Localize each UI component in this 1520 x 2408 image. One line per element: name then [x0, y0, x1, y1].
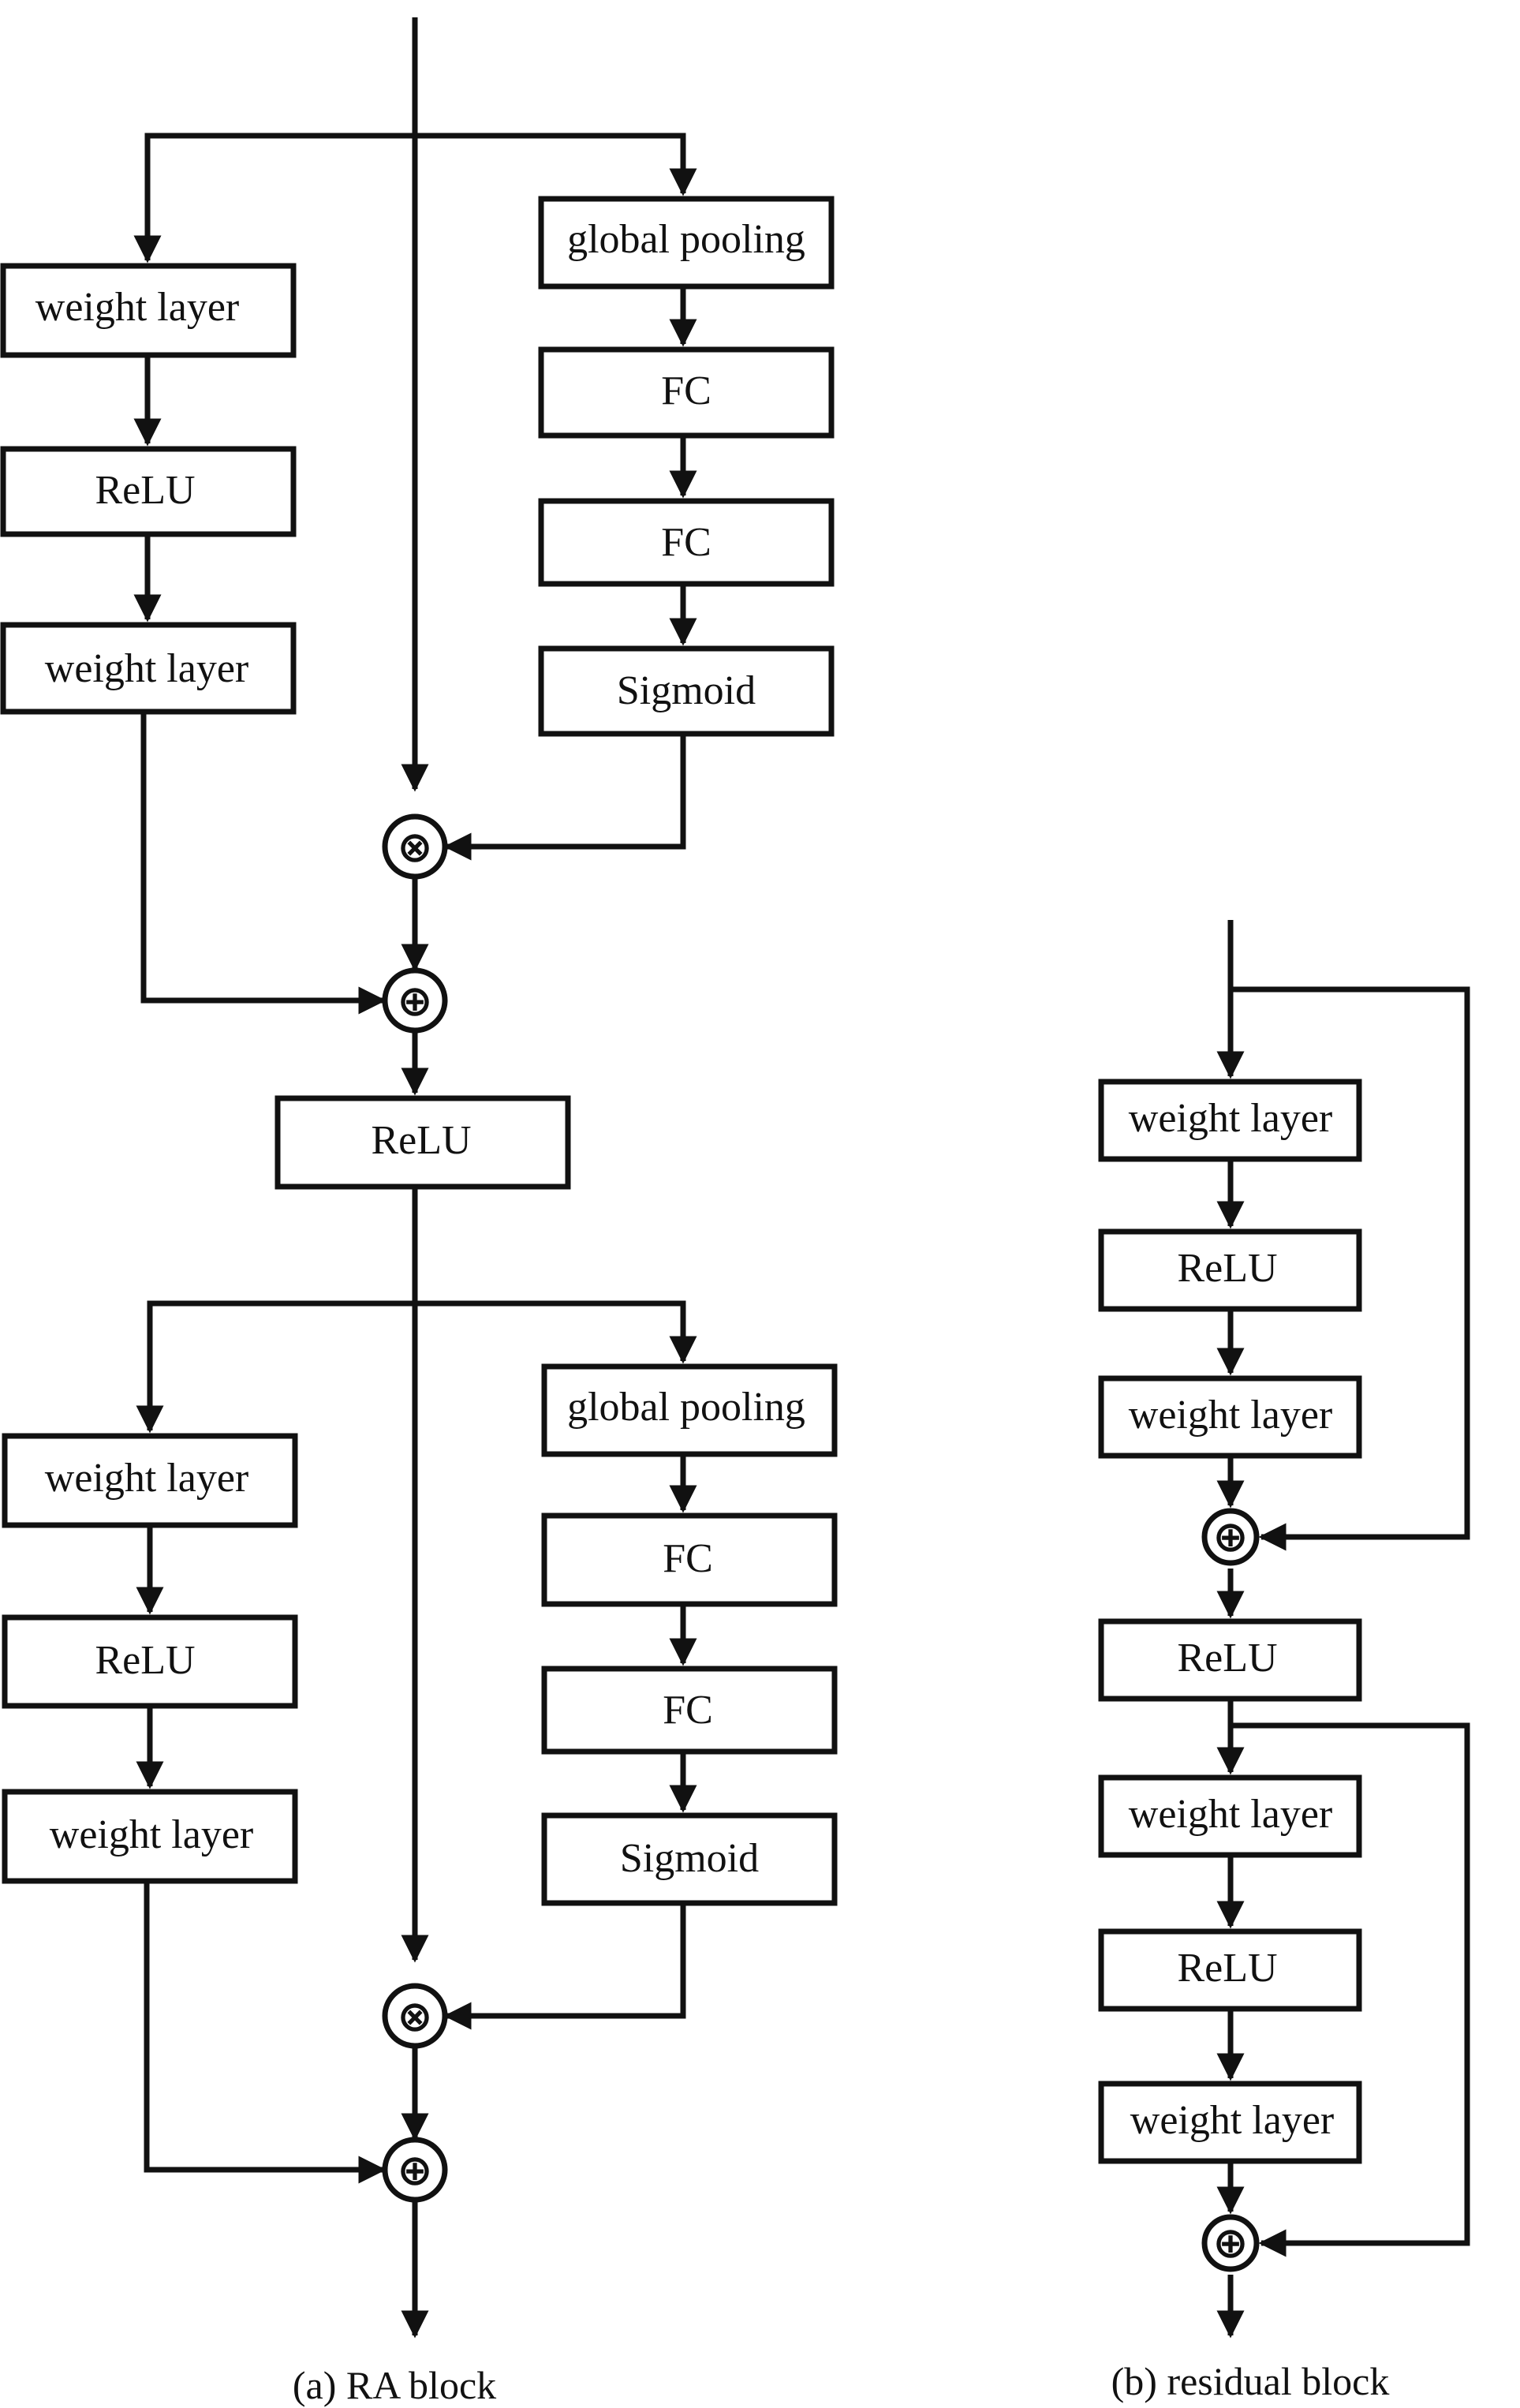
weight-layer-box [2, 1789, 298, 1884]
res2-layer-3-label: weight layer [1130, 2098, 1334, 2143]
fc-box [541, 1512, 838, 1607]
ra1-attn-layer-3-label: FC [661, 520, 711, 565]
weight-layer-box [1098, 1375, 1362, 1459]
arrow-sigmoid-multiply [443, 1903, 686, 2030]
ra1-add-symbol: ⊕ [397, 976, 432, 1026]
fc-box [541, 1666, 838, 1755]
weight-layer-box [1098, 1079, 1362, 1162]
skip-connection-arrow [1231, 986, 1470, 1551]
ra1-attn-layer-4-label: Sigmoid [617, 668, 756, 713]
ra2-add-symbol: ⊕ [397, 2145, 432, 2195]
ra1-main-layer-2-label: ReLU [95, 468, 195, 513]
ra-block-1-boxes [0, 196, 835, 1034]
relu-box [0, 446, 297, 537]
weight-layer-box [2, 1433, 298, 1528]
residual-block-labels: weight layer ReLU weight layer ⊕ ReLU we… [1111, 1096, 1390, 2403]
res2-layer-1-label: weight layer [1129, 1792, 1332, 1837]
res1-layer-1-label: weight layer [1129, 1096, 1332, 1141]
ra2-attn-layer-4-label: Sigmoid [620, 1836, 759, 1881]
add-node [1201, 2214, 1260, 2272]
ra2-main-layer-3-label: weight layer [50, 1812, 253, 1857]
sigmoid-box [541, 1812, 838, 1906]
ra2-attn-layer-2-label: FC [663, 1536, 713, 1581]
fc-box [538, 346, 835, 439]
add-node [1201, 1508, 1260, 1566]
ra1-main-layer-1-label: weight layer [35, 285, 239, 330]
res1-add-symbol: ⊕ [1212, 1512, 1248, 1561]
res2-layer-2-label: ReLU [1177, 1946, 1277, 1991]
global-pooling-box [538, 196, 835, 290]
ra-block-2-boxes [2, 1363, 838, 2203]
weight-layer-box [0, 263, 297, 358]
sigmoid-box [538, 645, 835, 737]
residual-block-1-connectors [1216, 920, 1470, 1619]
ra-block-caption: (a) RA block [293, 2363, 496, 2407]
weight-layer-box [1098, 2081, 1362, 2164]
ra-block-labels: weight layer ReLU weight layer global po… [35, 217, 805, 2407]
branch-left-arrow [133, 133, 415, 264]
residual-block-2-boxes [1098, 1774, 1362, 2272]
residual-block-panel [1098, 920, 1470, 2339]
relu-box [2, 1614, 298, 1709]
ra2-attn-layer-1-label: global pooling [567, 1385, 805, 1430]
arrow-sigmoid-multiply [443, 734, 686, 861]
ra1-attn-layer-1-label: global pooling [567, 217, 805, 262]
ra-block-panel [0, 17, 838, 2339]
middle-relu-label: ReLU [371, 1118, 471, 1163]
relu-box [1098, 1928, 1362, 2012]
ra1-multiply-symbol: ⊗ [397, 822, 432, 872]
weight-layer-box [0, 622, 297, 715]
fc-box [538, 498, 835, 587]
residual-block-1-boxes [1098, 1079, 1362, 1566]
arrow-main-add [140, 712, 387, 1015]
skip-connection-arrow [1231, 1722, 1470, 2257]
branch-right-arrow [415, 133, 697, 196]
arrow-main-add [144, 1881, 387, 2184]
res2-add-symbol: ⊕ [1212, 2218, 1248, 2268]
global-pooling-box [541, 1363, 838, 1457]
ra1-attn-layer-2-label: FC [661, 368, 711, 413]
residual-block-2-connectors [1216, 1699, 1470, 2339]
ra2-attn-layer-3-label: FC [663, 1688, 713, 1733]
multiply-node [382, 813, 448, 880]
weight-layer-box [1098, 1774, 1362, 1858]
ra2-main-layer-2-label: ReLU [95, 1638, 195, 1683]
middle-relu-box [274, 1095, 571, 1190]
add-node [382, 967, 448, 1034]
res-middle-relu-label: ReLU [1177, 1636, 1277, 1681]
branch-left-arrow [136, 1300, 415, 1434]
ra-block-1-connectors [133, 17, 697, 1096]
add-node [382, 2137, 448, 2203]
ra1-main-layer-3-label: weight layer [45, 646, 248, 691]
ra2-multiply-symbol: ⊗ [397, 1991, 432, 2041]
relu-box [1098, 1228, 1362, 1312]
res1-layer-3-label: weight layer [1129, 1393, 1332, 1438]
residual-block-caption: (b) residual block [1111, 2359, 1390, 2403]
branch-right-arrow [415, 1300, 697, 1364]
res1-layer-2-label: ReLU [1177, 1246, 1277, 1291]
multiply-node [382, 1983, 448, 2049]
ra2-main-layer-1-label: weight layer [45, 1456, 248, 1501]
ra-block-2-connectors [136, 1187, 697, 2339]
